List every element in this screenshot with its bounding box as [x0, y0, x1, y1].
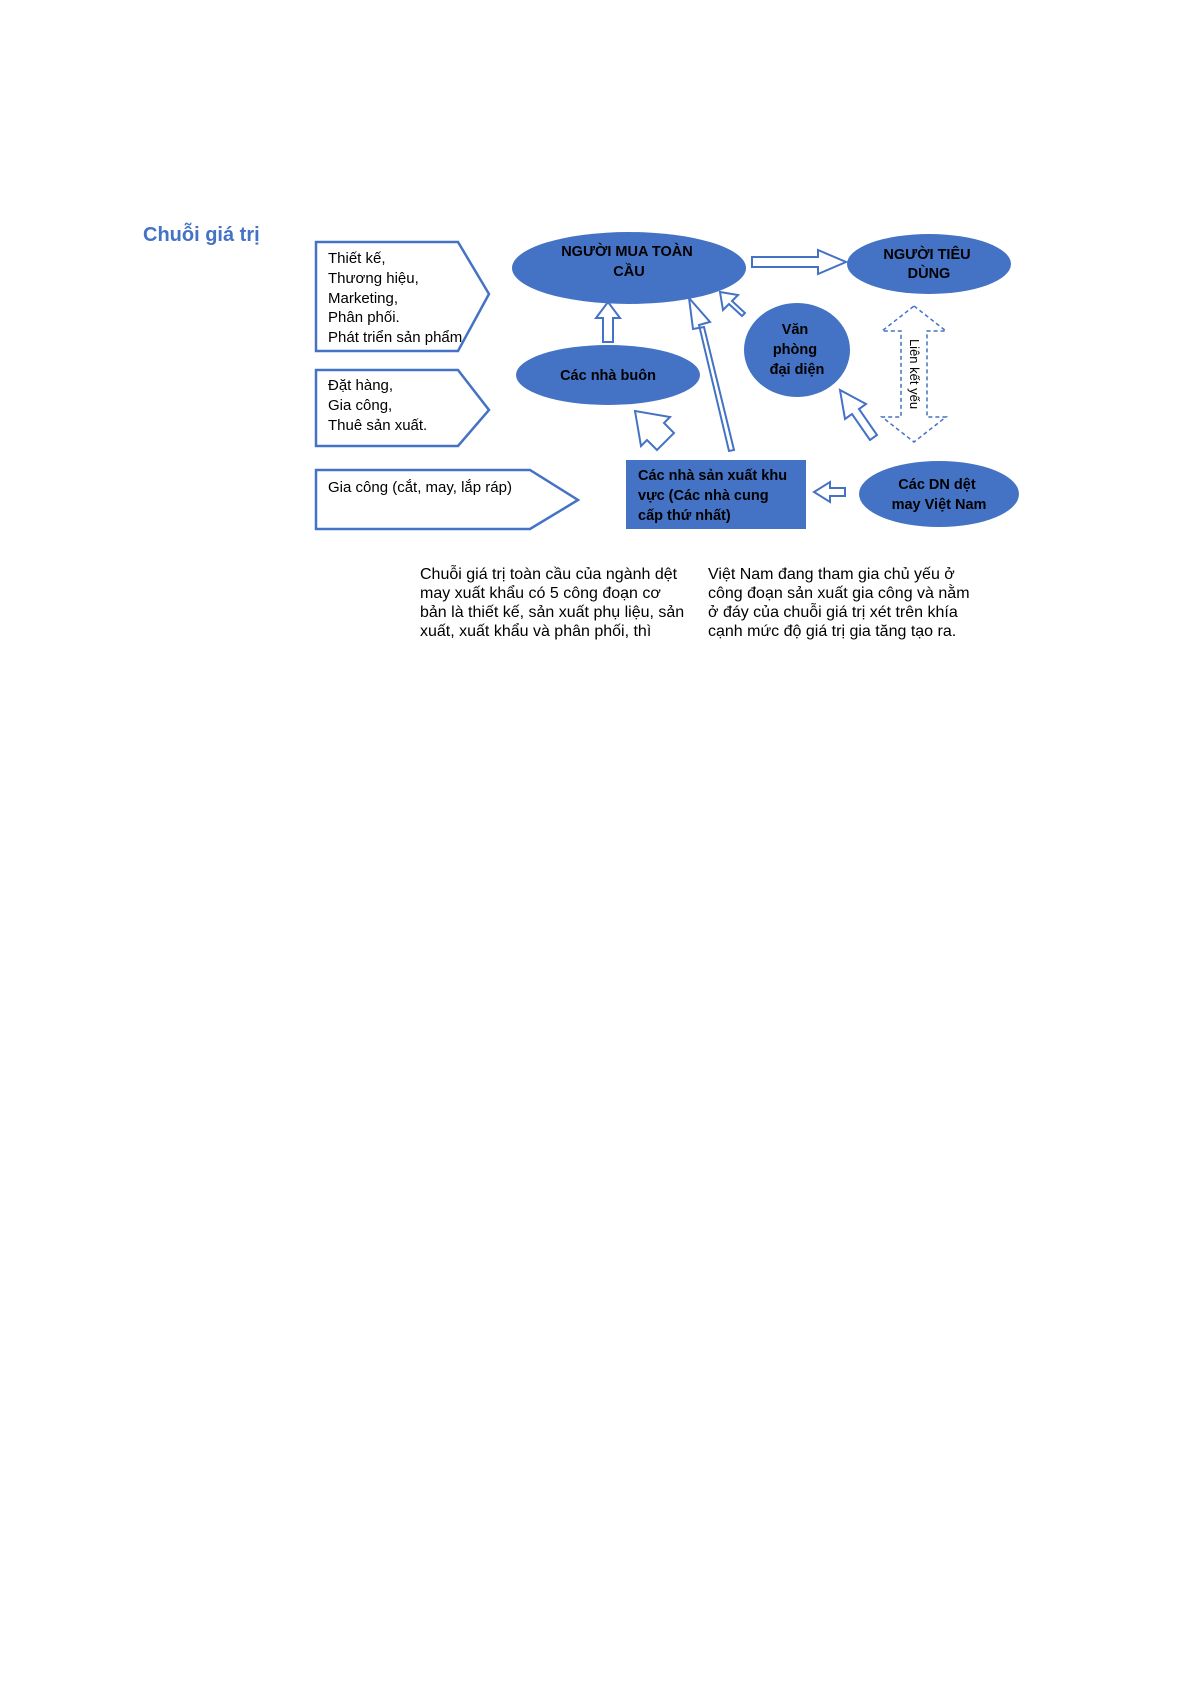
- arrow-vn-to-office: [838, 388, 879, 442]
- node-regional-producers-text: Các nhà sản xuất khu vực (Các nhà cung c…: [638, 468, 791, 524]
- arrow-buyer-to-consumer: [751, 248, 849, 276]
- node-global-buyer-text: NGƯỜI MUA TOÀN CẦU: [561, 242, 697, 280]
- pentagon-ordering: [314, 368, 491, 448]
- caption-right: Việt Nam đang tham gia chủ yếu ở công đo…: [708, 566, 970, 640]
- pentagon-processing: [314, 468, 581, 531]
- pentagon-processing-text: Gia công (cắt, may, lắp ráp): [328, 479, 512, 496]
- node-consumer-text: NGƯỜI TIÊU DÙNG: [883, 245, 974, 282]
- pentagon-design: [314, 240, 491, 353]
- arrow-wholesalers-to-buyer: [594, 300, 622, 343]
- node-rep-office-text: Văn phòng đại diện: [770, 322, 825, 378]
- node-rep-office: [744, 303, 850, 397]
- node-regional-producers: [626, 460, 806, 529]
- arrow-weak-link: [879, 305, 949, 443]
- caption-left: Chuỗi giá trị toàn cầu của ngành dệt may…: [420, 566, 685, 640]
- node-wholesalers-text: Các nhà buôn: [560, 368, 656, 384]
- node-global-buyer: [512, 232, 746, 304]
- node-wholesalers: [516, 345, 700, 405]
- node-vn-textile: [859, 461, 1019, 527]
- weak-link-label: Liên kết yếu: [907, 339, 922, 409]
- arrow-producers-to-wholesalers: [633, 409, 676, 452]
- arrow-vn-to-producers: [812, 480, 846, 504]
- node-vn-textile-text: Các DN dệt may Việt Nam: [892, 477, 987, 513]
- node-consumer: [847, 234, 1011, 294]
- section-title: Chuỗi giá trị: [143, 224, 260, 246]
- arrow-producers-to-buyer: [687, 294, 736, 453]
- pentagon-ordering-text: Đặt hàng, Gia công, Thuê sản xuất.: [328, 377, 427, 434]
- arrow-office-to-buyer: [718, 290, 747, 318]
- pentagon-design-text: Thiết kế, Thương hiệu, Marketing, Phân p…: [328, 250, 462, 346]
